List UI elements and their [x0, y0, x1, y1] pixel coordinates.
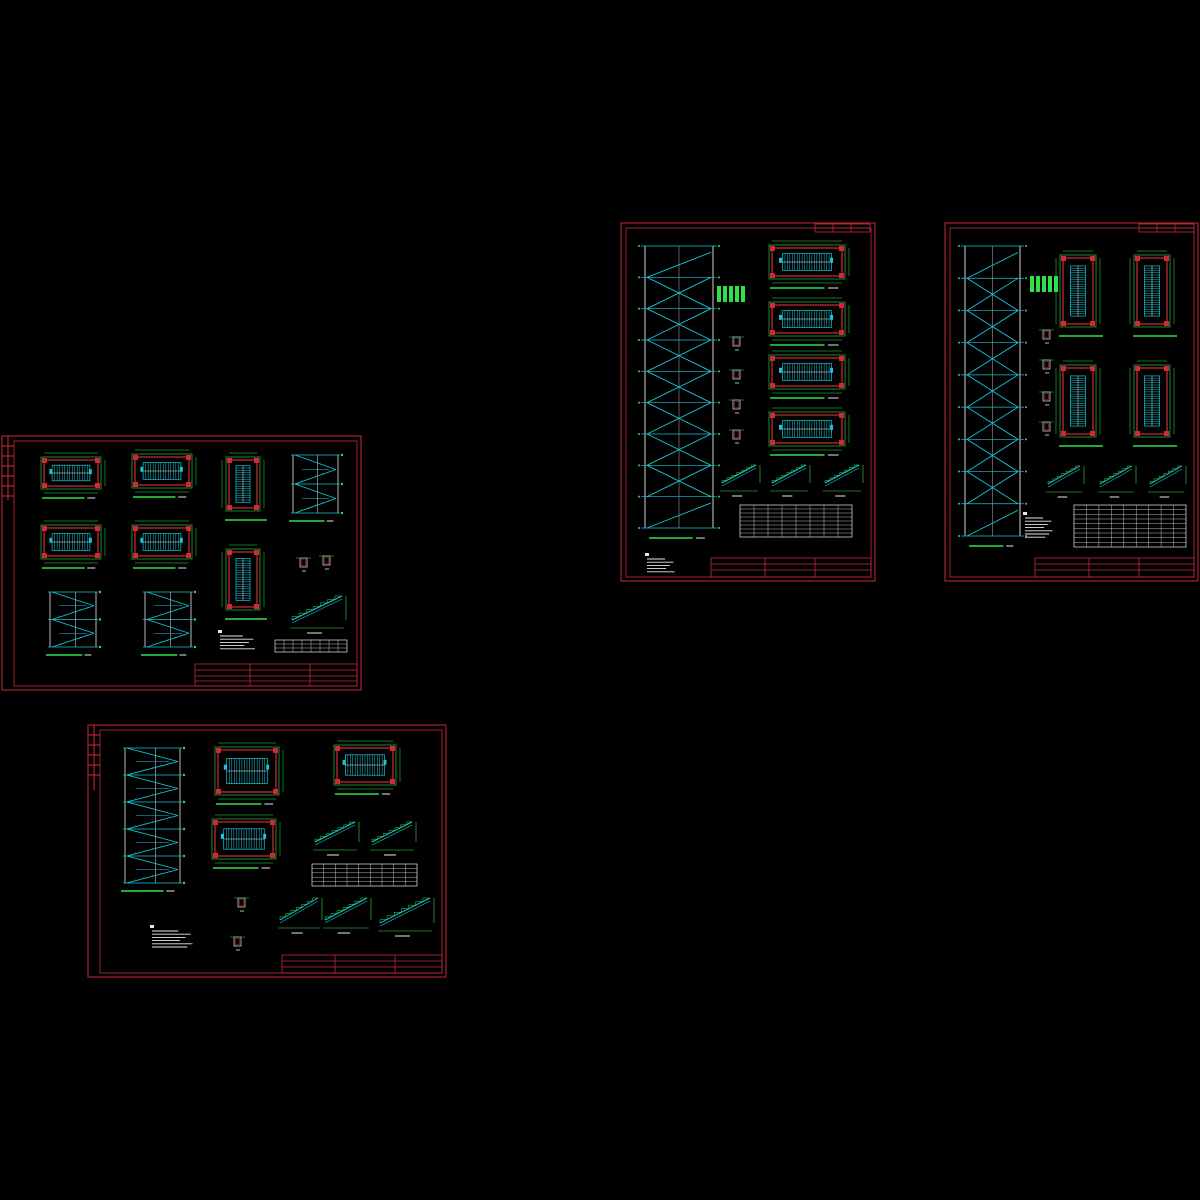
stair-plan-2: [333, 740, 401, 795]
title-block: [710, 557, 872, 578]
sheet-border: [620, 222, 876, 582]
title-block: [194, 663, 358, 687]
schedule-table: [1073, 504, 1187, 548]
sheet-1-panels: [40, 449, 348, 656]
stair-plan-5: [131, 520, 197, 569]
stair-section-1: [121, 746, 186, 892]
drawing-sheet-3: [620, 222, 876, 582]
general-notes: [1023, 512, 1053, 538]
flight-detail-3: [1148, 465, 1187, 498]
general-notes: [645, 553, 675, 573]
flight-detail-3: [278, 897, 323, 934]
stair-plan-4: [40, 520, 106, 569]
sheet-inner-border: [949, 227, 1195, 578]
beam-detail-2: [230, 936, 245, 951]
beam-detail-2: [319, 555, 334, 570]
hatch-legend: [717, 286, 745, 302]
beam-detail-2: [1039, 359, 1054, 374]
beam-detail-2: [729, 369, 744, 384]
schedule-table: [274, 639, 348, 653]
flight-detail-5: [378, 897, 435, 937]
beam-detail-1: [234, 897, 249, 912]
drawing-sheet-2: [87, 724, 447, 978]
stair-plan-6: [221, 544, 267, 620]
schedule-table: [739, 504, 853, 538]
stair-plan-3: [768, 350, 850, 399]
stair-section-1: [289, 453, 344, 522]
stair-section-3: [141, 590, 197, 656]
stair-plan-4: [1129, 360, 1177, 447]
title-block: [1034, 557, 1195, 578]
stair-plan-3: [211, 814, 281, 869]
beam-detail-4: [729, 429, 744, 444]
sheet-3-panels: [638, 240, 864, 573]
general-notes: [218, 630, 255, 650]
stair-plan-3: [1055, 360, 1103, 447]
drawing-sheet-4: [944, 222, 1199, 582]
stair-plan-2: [131, 449, 197, 498]
flight-detail-2: [1098, 465, 1137, 498]
flight-detail-1: [720, 464, 761, 497]
title-block: [281, 954, 443, 974]
stair-tower-section: [638, 245, 720, 539]
beam-detail-1: [296, 557, 311, 572]
beam-detail-3: [1039, 391, 1054, 406]
sheet-inner-border: [99, 729, 443, 974]
top-right-stamp: [1138, 223, 1195, 233]
beam-detail-1: [729, 336, 744, 351]
sheet-inner-border: [13, 440, 358, 687]
flight-detail-3: [823, 464, 864, 497]
stair-section-2: [46, 590, 102, 656]
beam-detail-1: [1039, 329, 1054, 344]
stair-plan-1: [768, 240, 850, 289]
stair-plan-1: [214, 742, 284, 805]
stair-plan-1: [1055, 250, 1103, 337]
stair-plan-4: [768, 407, 850, 456]
stair-plan-1: [40, 452, 106, 499]
flight-detail-4: [323, 897, 372, 934]
flight-detail-1: [290, 595, 347, 634]
stair-plan-3: [221, 452, 267, 521]
stair-plan-2: [1129, 250, 1177, 337]
hatch-legend: [1030, 276, 1058, 292]
beam-detail-3: [729, 399, 744, 414]
stair-tower-section: [958, 245, 1027, 547]
flight-detail-1: [1046, 465, 1085, 498]
left-margin-grid: [2, 436, 14, 500]
schedule-table: [311, 863, 418, 887]
sheet-border: [87, 724, 447, 978]
flight-detail-2: [370, 821, 417, 856]
flight-detail-2: [770, 464, 811, 497]
flight-detail-1: [313, 821, 360, 856]
top-right-stamp: [814, 223, 871, 233]
left-margin-grid: [88, 725, 100, 790]
sheet-border: [1, 435, 362, 691]
sheet-border: [944, 222, 1199, 582]
stair-plan-2: [768, 297, 850, 346]
sheet-4-panels: [958, 245, 1187, 548]
general-notes: [150, 925, 193, 948]
sheet-2-panels: [121, 740, 435, 951]
drawing-sheet-1: [1, 435, 362, 691]
beam-detail-4: [1039, 421, 1054, 436]
